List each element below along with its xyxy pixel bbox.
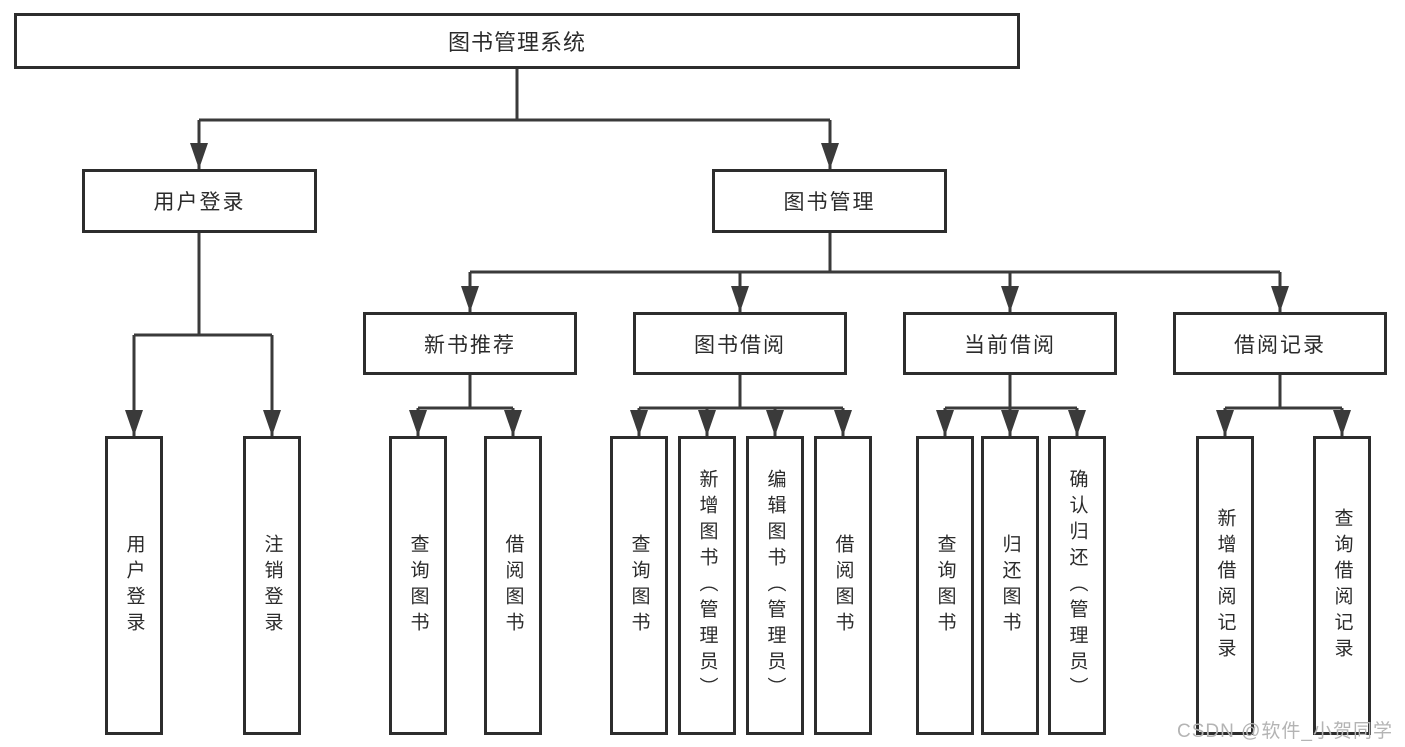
arrow-down-icon <box>1271 286 1289 312</box>
arrow-down-icon <box>1068 410 1086 436</box>
arrow-down-icon <box>1001 410 1019 436</box>
node-label: 确认归还（管理员） <box>1066 468 1088 703</box>
node-label: 归还图书 <box>999 533 1021 638</box>
connector-user-login-to-leaves <box>125 233 281 436</box>
connector-current-borrow-to-leaves <box>936 375 1086 436</box>
arrow-down-icon <box>409 410 427 436</box>
connector-book-borrow-to-leaves <box>630 375 852 436</box>
node-label: 新书推荐 <box>424 333 516 357</box>
node-book-management: 图书管理 <box>712 169 947 233</box>
node-user-login: 用户登录 <box>82 169 317 233</box>
node-book-borrowing: 图书借阅 <box>633 312 847 375</box>
node-label: 新增图书（管理员） <box>696 468 718 703</box>
leaf-return-books: 归还图书 <box>981 436 1039 735</box>
arrow-down-icon <box>630 410 648 436</box>
node-borrowing-records: 借阅记录 <box>1173 312 1387 375</box>
node-label: 用户登录 <box>123 533 145 638</box>
arrow-down-icon <box>504 410 522 436</box>
arrow-down-icon <box>834 410 852 436</box>
node-label: 查询图书 <box>628 533 650 638</box>
arrow-down-icon <box>698 410 716 436</box>
leaf-query-books-current: 查询图书 <box>916 436 974 735</box>
arrow-down-icon <box>190 143 208 169</box>
arrow-down-icon <box>1333 410 1351 436</box>
connector-borrow-records-to-leaves <box>1216 375 1351 436</box>
arrow-down-icon <box>936 410 954 436</box>
leaf-confirm-return-admin: 确认归还（管理员） <box>1048 436 1106 735</box>
leaf-add-books-admin: 新增图书（管理员） <box>678 436 736 735</box>
connector-root-to-level2 <box>190 69 839 169</box>
leaf-edit-books-admin: 编辑图书（管理员） <box>746 436 804 735</box>
node-label: 借阅图书 <box>502 533 524 638</box>
arrow-down-icon <box>1001 286 1019 312</box>
node-label: 编辑图书（管理员） <box>764 468 786 703</box>
leaf-borrow-books-recommend: 借阅图书 <box>484 436 542 735</box>
node-library-management-system: 图书管理系统 <box>14 13 1020 69</box>
node-label: 新增借阅记录 <box>1214 507 1236 664</box>
node-label: 图书管理 <box>783 191 876 214</box>
leaf-query-borrow-record: 查询借阅记录 <box>1313 436 1371 735</box>
node-label: 注销登录 <box>261 533 283 638</box>
leaf-user-login: 用户登录 <box>105 436 163 735</box>
node-label: 借阅图书 <box>832 533 854 638</box>
csdn-watermark: CSDN @软件_小贺同学 <box>1177 721 1393 742</box>
leaf-query-books-borrow: 查询图书 <box>610 436 668 735</box>
node-current-borrowing: 当前借阅 <box>903 312 1117 375</box>
connector-book-management-to-level3 <box>461 233 1289 312</box>
node-label: 查询借阅记录 <box>1331 507 1353 664</box>
arrow-down-icon <box>1216 410 1234 436</box>
node-new-book-recommendation: 新书推荐 <box>363 312 577 375</box>
node-label: 当前借阅 <box>964 333 1056 357</box>
arrow-down-icon <box>461 286 479 312</box>
arrow-down-icon <box>821 143 839 169</box>
leaf-borrow-books: 借阅图书 <box>814 436 872 735</box>
node-label: 用户登录 <box>153 191 246 214</box>
node-label: 查询图书 <box>934 533 956 638</box>
node-label: 图书借阅 <box>694 333 786 357</box>
node-label: 借阅记录 <box>1234 333 1326 357</box>
node-label: 图书管理系统 <box>447 30 586 55</box>
arrow-down-icon <box>731 286 749 312</box>
leaf-logout: 注销登录 <box>243 436 301 735</box>
arrow-down-icon <box>263 410 281 436</box>
arrow-down-icon <box>125 410 143 436</box>
arrow-down-icon <box>766 410 784 436</box>
connector-new-book-rec-to-leaves <box>409 375 522 436</box>
node-label: 查询图书 <box>407 533 429 638</box>
leaf-add-borrow-record: 新增借阅记录 <box>1196 436 1254 735</box>
leaf-query-books-recommend: 查询图书 <box>389 436 447 735</box>
